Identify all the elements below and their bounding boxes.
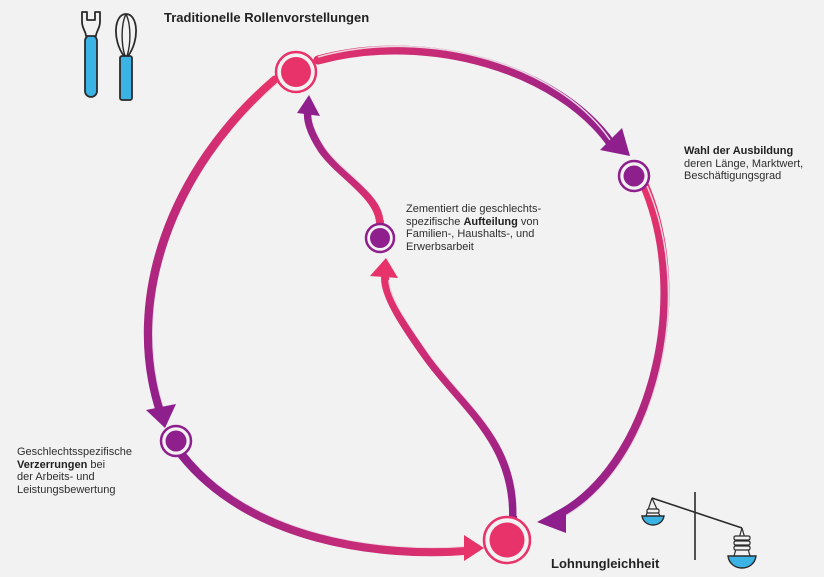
- label-education-line-2: deren Länge, Marktwert,: [684, 157, 804, 170]
- title-line-1: Traditionelle: [164, 10, 241, 25]
- node-wage-inequality: [482, 515, 532, 565]
- label-center-line-2-pre: spezifische: [406, 215, 464, 228]
- arc-left-to-bottom: [177, 450, 484, 561]
- label-left-line-2-bold: Verzerrungen: [17, 458, 88, 471]
- label-division-of-labour: Zementiert die geschlechts- spezifische …: [406, 203, 541, 253]
- node-education-choice: [617, 159, 651, 193]
- label-center-line-3: Familien-, Haushalts-, und: [406, 228, 535, 240]
- curve-bottom-to-center: [370, 258, 518, 522]
- label-left-line-2-post: bei: [87, 458, 106, 471]
- label-left-line-3: der Arbeits- und: [17, 471, 95, 483]
- node-distortions: [159, 424, 193, 458]
- node-traditional-roles: [274, 50, 318, 94]
- label-left-line-4: Leistungsbewertung: [17, 483, 116, 496]
- label-education-choice: Wahl der Ausbildung deren Länge, Marktwe…: [684, 145, 803, 183]
- wrench-and-whisk-icon: [81, 11, 137, 101]
- label-wage-inequality: Lohnungleichheit: [551, 556, 660, 571]
- wrench-icon: [81, 11, 101, 98]
- arc-top-to-right: [313, 45, 630, 156]
- label-center-line-2-post: von: [517, 215, 539, 228]
- label-center-line-4: Erwerbsarbeit: [406, 240, 474, 253]
- label-left-line-1: Geschlechtsspezifische: [17, 446, 132, 458]
- arc-top-to-left: [143, 75, 280, 428]
- label-education-bold: Wahl der Ausbildung: [684, 145, 794, 157]
- label-traditional-roles: Traditionelle Rollenvorstellungen: [164, 10, 369, 26]
- curve-center-to-top: [297, 95, 385, 226]
- label-center-line-2-bold: Aufteilung: [463, 215, 518, 228]
- title-line-2: Rollenvorstellungen: [244, 10, 370, 25]
- node-division-of-labour: [364, 222, 396, 254]
- label-center-line-1: Zementiert die geschlechts-: [406, 203, 542, 215]
- whisk-icon: [115, 13, 137, 101]
- label-distortions: Geschlechtsspezifische Verzerrungen bei …: [17, 446, 132, 496]
- label-education-line-3: Beschäftigungsgrad: [684, 170, 782, 182]
- arc-right-to-bottom: [537, 177, 670, 533]
- balance-scale-icon: [641, 492, 757, 569]
